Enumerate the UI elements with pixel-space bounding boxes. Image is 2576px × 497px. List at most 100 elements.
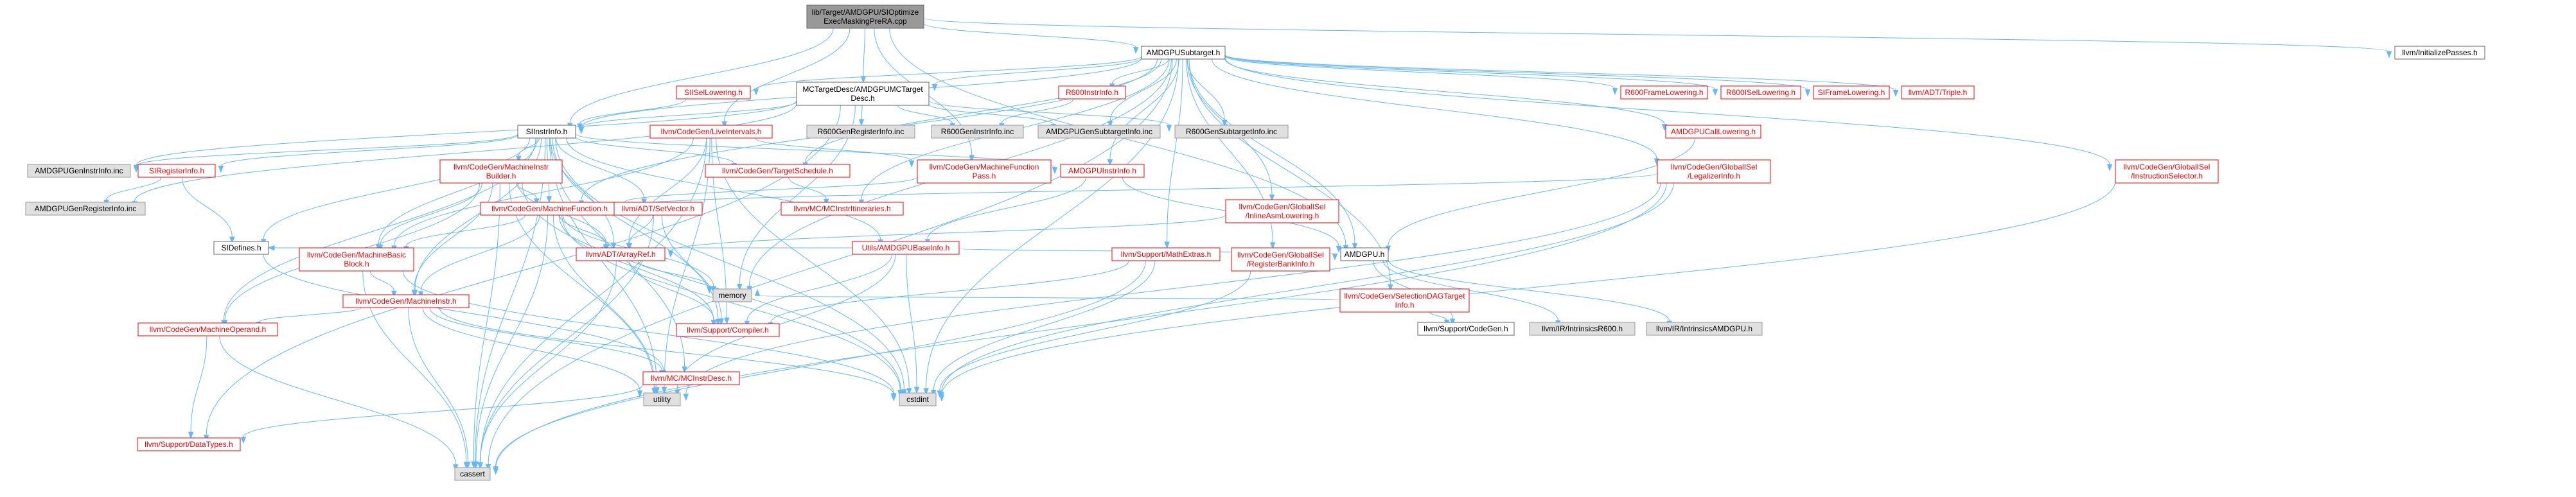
node-box bbox=[1665, 125, 1761, 139]
edge-machineinstrbuilder-to-machineinstr bbox=[411, 182, 493, 297]
node-box bbox=[1231, 247, 1330, 272]
node-siregisterinfo[interactable]: SIRegisterInfo.h bbox=[137, 164, 216, 178]
node-cassert: cassert bbox=[454, 467, 491, 481]
node-intrinsicsr600: llvm/IR/IntrinsicsR600.h bbox=[1529, 322, 1636, 336]
node-box bbox=[676, 85, 751, 100]
node-machineoperand[interactable]: llvm/CodeGen/MachineOperand.h bbox=[137, 322, 278, 336]
edge-mathextras-to-compiler bbox=[768, 260, 1129, 329]
node-subtarget[interactable]: AMDGPUSubtarget.h bbox=[1141, 46, 1226, 60]
node-amdgpuinstrinfo[interactable]: AMDGPUInstrInfo.h bbox=[1060, 164, 1145, 178]
node-box bbox=[1225, 199, 1339, 223]
node-r600isellowering[interactable]: R600ISelLowering.h bbox=[1720, 85, 1801, 100]
node-machinefunction[interactable]: llvm/CodeGen/MachineFunction.h bbox=[480, 202, 619, 216]
node-label-line: AMDGPUCallLowering.h bbox=[1671, 127, 1756, 136]
node-inlineasmlowering[interactable]: llvm/CodeGen/GlobalISel/InlineAsmLowerin… bbox=[1225, 199, 1339, 223]
node-box bbox=[1340, 247, 1389, 261]
node-label-line: R600GenRegisterInfo.inc bbox=[818, 127, 904, 136]
node-targetschedule[interactable]: llvm/CodeGen/TargetSchedule.h bbox=[705, 164, 851, 178]
node-setvector[interactable]: llvm/ADT/SetVector.h bbox=[613, 202, 703, 216]
edge-selectiondagtargetinfo-to-memory bbox=[754, 288, 1341, 301]
node-amdgpucalllowering[interactable]: AMDGPUCallLowering.h bbox=[1665, 125, 1761, 139]
nodes-layer: lib/Target/AMDGPU/SIOptimizeExecMaskingP… bbox=[25, 4, 2485, 481]
node-box bbox=[342, 294, 470, 308]
node-r600geninstrinfo: R600GenInstrInfo.inc bbox=[931, 125, 1024, 139]
node-box bbox=[137, 322, 278, 336]
edge-machineinstr-to-utility bbox=[422, 307, 643, 398]
node-initpasses[interactable]: llvm/InitializePasses.h bbox=[2394, 46, 2485, 60]
node-label-line: Builder.h bbox=[486, 171, 516, 180]
edge-machinefunction-to-cassert bbox=[473, 214, 549, 469]
node-instructionselector[interactable]: llvm/CodeGen/GlobalISel/InstructionSelec… bbox=[2115, 159, 2219, 184]
node-box bbox=[1620, 85, 1708, 100]
node-machineinstr[interactable]: llvm/CodeGen/MachineInstr.h bbox=[342, 294, 470, 308]
edge-subtarget-to-r600isellowering bbox=[1224, 55, 1718, 96]
node-label-line: llvm/CodeGen/LiveIntervals.h bbox=[661, 127, 762, 136]
edge-setvector-to-compiler bbox=[661, 214, 725, 326]
edge-subtarget-to-cstdint bbox=[923, 58, 1179, 396]
node-label-line: llvm/CodeGen/MachineInstr.h bbox=[355, 297, 456, 306]
node-box bbox=[899, 392, 937, 406]
edge-subtarget-to-instructionselector bbox=[1224, 57, 2113, 171]
node-datatypes[interactable]: llvm/Support/DataTypes.h bbox=[137, 437, 241, 451]
edge-amdgpubaseinfo-to-cstdint bbox=[906, 254, 920, 394]
node-label-line: llvm/CodeGen/GlobalISel bbox=[2124, 162, 2210, 171]
edge-subtarget-to-r600gensubtargetinfo bbox=[1187, 58, 1228, 127]
node-liveintervals[interactable]: llvm/CodeGen/LiveIntervals.h bbox=[649, 125, 773, 139]
node-box bbox=[137, 164, 216, 178]
node-memory: memory bbox=[712, 288, 752, 302]
node-arrayref[interactable]: llvm/ADT/ArrayRef.h bbox=[576, 247, 666, 261]
node-siisellowering[interactable]: SIISelLowering.h bbox=[676, 85, 751, 100]
edge-arrayref-to-compiler bbox=[629, 260, 717, 327]
node-r600framelowering[interactable]: R600FrameLowering.h bbox=[1620, 85, 1708, 100]
node-label-line: Info.h bbox=[1395, 301, 1414, 310]
node-amdgpubaseinfo[interactable]: Utils/AMDGPUBaseInfo.h bbox=[852, 241, 960, 255]
edge-amdgpucalllowering-to-amdgpuh bbox=[1385, 137, 1696, 253]
node-mcinstritineraries[interactable]: llvm/MC/MCInstrItineraries.h bbox=[781, 202, 904, 216]
edge-machineinstr-to-cassert bbox=[408, 307, 471, 469]
node-box bbox=[25, 202, 146, 216]
node-mathextras[interactable]: llvm/Support/MathExtras.h bbox=[1111, 247, 1221, 261]
node-compiler[interactable]: llvm/Support/Compiler.h bbox=[676, 323, 780, 337]
node-box bbox=[137, 437, 241, 451]
node-triple[interactable]: llvm/ADT/Triple.h bbox=[1901, 85, 1975, 100]
node-box bbox=[1720, 85, 1801, 100]
node-registerbankinfo[interactable]: llvm/CodeGen/GlobalISel/RegisterBankInfo… bbox=[1231, 247, 1330, 272]
node-box bbox=[299, 247, 414, 272]
node-box bbox=[1060, 164, 1145, 178]
node-label-line: llvm/CodeGen/TargetSchedule.h bbox=[722, 166, 833, 175]
node-label-line: llvm/ADT/SetVector.h bbox=[622, 204, 694, 213]
node-root[interactable]: lib/Target/AMDGPU/SIOptimizeExecMaskingP… bbox=[806, 4, 924, 29]
edge-amdgpubaseinfo-to-compiler bbox=[744, 254, 892, 328]
node-label-line: llvm/MC/MCInstrDesc.h bbox=[651, 374, 732, 383]
node-siframelowering[interactable]: SIFrameLowering.h bbox=[1813, 85, 1890, 100]
node-box bbox=[712, 288, 752, 302]
node-box bbox=[781, 202, 904, 216]
edge-mctargetdesc-to-amdgpugenregisterinfo bbox=[132, 103, 797, 209]
node-label-line: llvm/ADT/Triple.h bbox=[1909, 88, 1968, 97]
edge-subtarget-to-cassert bbox=[485, 58, 1173, 471]
node-siinstrinfo[interactable]: SIInstrInfo.h bbox=[517, 125, 576, 139]
node-box bbox=[1646, 322, 1763, 336]
node-sidefines[interactable]: SIDefines.h bbox=[213, 241, 269, 255]
node-r600instrinfo[interactable]: R600InstrInfo.h bbox=[1058, 85, 1126, 100]
node-label-line: /LegalizerInfo.h bbox=[1688, 171, 1740, 180]
edge-subtarget-to-siisellowering bbox=[753, 56, 1142, 96]
node-mcinstrdesc[interactable]: llvm/MC/MCInstrDesc.h bbox=[642, 371, 740, 385]
node-codegenh[interactable]: llvm/Support/CodeGen.h bbox=[1417, 322, 1515, 336]
edge-liveintervals-to-machinefunctionpass bbox=[755, 137, 915, 168]
node-box bbox=[806, 125, 915, 139]
edge-subtarget-to-mathextras bbox=[1164, 58, 1183, 249]
edge-arrayref-to-cassert bbox=[477, 260, 617, 469]
edge-siinstrinfo-to-amdgpugeninstrinfo bbox=[133, 134, 518, 173]
node-legalizerinfo[interactable]: llvm/CodeGen/GlobalISel/LegalizerInfo.h bbox=[1657, 159, 1771, 184]
edge-siinstrinfo-to-machineinstrbuilder bbox=[516, 137, 540, 163]
node-box bbox=[1417, 322, 1515, 336]
node-label-line: lib/Target/AMDGPU/SIOptimize bbox=[812, 8, 919, 17]
node-label-line: llvm/CodeGen/MachineFunction bbox=[930, 162, 1039, 171]
node-amdgpuh[interactable]: AMDGPU.h bbox=[1340, 247, 1389, 261]
